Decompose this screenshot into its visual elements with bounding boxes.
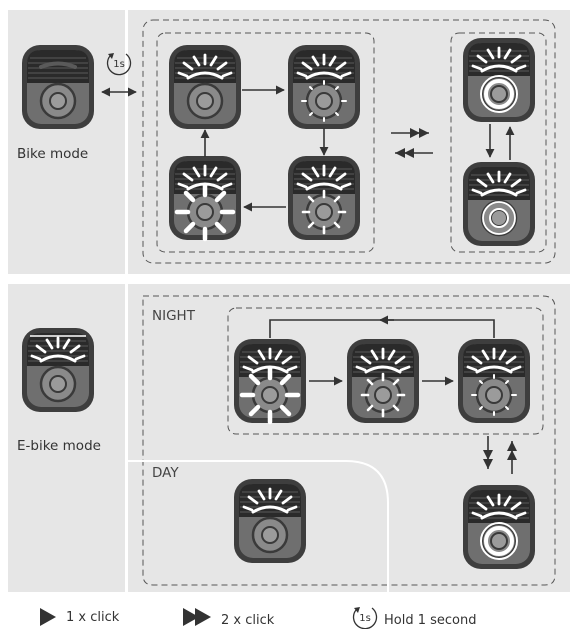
- night-label: NIGHT: [152, 308, 196, 324]
- bike-toggle-dashed-box: [450, 32, 547, 253]
- single-click-legend-icon: [40, 608, 56, 626]
- double-click-arrowheads: [395, 128, 429, 158]
- bike-mode-state-1: [167, 43, 243, 131]
- hold-legend-timer-label: 1s: [359, 613, 371, 624]
- bike-cycle-dashed-box: [156, 32, 375, 253]
- bike-toggle-state-ring: [461, 36, 537, 124]
- bike-mode-label: Bike mode: [17, 146, 88, 162]
- timer-label: 1s: [113, 59, 125, 70]
- single-click-legend-label: 1 x click: [66, 610, 120, 625]
- bike-modes-outer-dashed-box: [142, 19, 556, 264]
- bike-mode-state-4: [167, 154, 243, 242]
- night-mode-state-3: [456, 337, 532, 425]
- bike-mode-panel: Bike mode 1s: [8, 10, 570, 274]
- ebike-toggle-state-ring: [461, 483, 537, 571]
- ebike-mode-device-icon: [20, 326, 96, 414]
- legend: 1 x click 2 x click 1s Hold 1 second: [40, 606, 477, 630]
- bike-mode-state-3: [286, 154, 362, 242]
- bike-cycle-arrows: [200, 85, 329, 212]
- ebike-mode-panel: E-bike mode NIGHT DAY: [8, 284, 570, 592]
- night-cycle-arrows: [269, 315, 495, 386]
- timer-icon: 1s: [106, 52, 132, 76]
- bike-toggle-state-double-ring: [461, 160, 537, 248]
- bike-mode-device-icon: [20, 43, 96, 131]
- bike-mode-state-2: [286, 43, 362, 131]
- bike-toggle-arrows: [485, 124, 515, 160]
- hold-legend-label: Hold 1 second: [384, 613, 477, 628]
- ebike-outer-dashed-box: [142, 295, 556, 586]
- night-mode-state-2: [345, 337, 421, 425]
- ebike-double-arrowheads: [483, 441, 517, 469]
- hold-legend-icon: 1s: [352, 606, 378, 630]
- night-mode-state-1: [232, 337, 308, 425]
- double-click-legend-icon: [183, 608, 211, 626]
- day-mode-device: [232, 477, 308, 565]
- day-label: DAY: [152, 465, 179, 481]
- day-area-divider: [128, 460, 389, 592]
- ebike-mode-label: E-bike mode: [17, 438, 101, 454]
- night-modes-dashed-box: [227, 307, 544, 435]
- double-click-legend-label: 2 x click: [221, 613, 275, 628]
